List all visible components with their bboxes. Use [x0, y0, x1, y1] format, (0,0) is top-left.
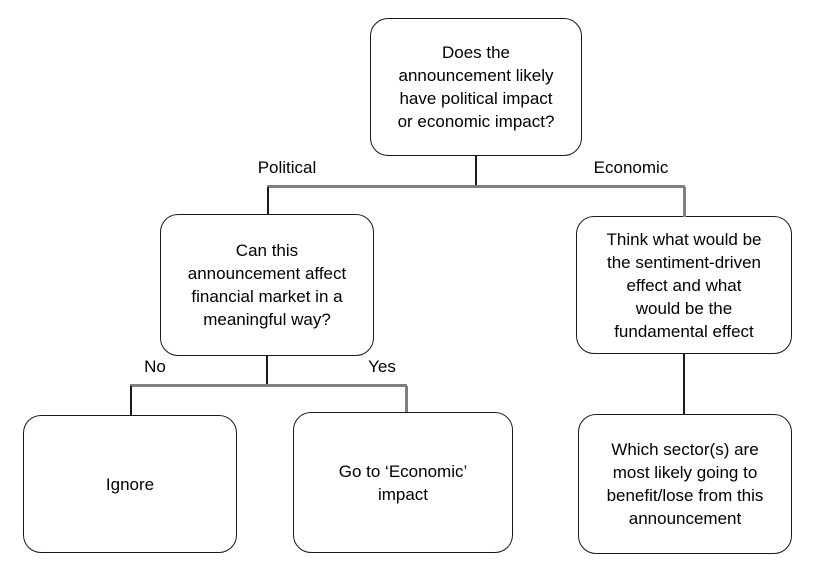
connector-no-yes-split	[130, 384, 407, 387]
node-ignore: Ignore	[23, 415, 237, 553]
connector-economic-drop	[683, 187, 686, 217]
connector-no-drop	[130, 386, 132, 415]
edge-label-economic: Economic	[593, 158, 669, 177]
connector-political-drop	[267, 187, 269, 215]
node-root-question-label: Does the announcement likely have politi…	[397, 43, 555, 131]
node-which-sectors: Which sector(s) are most likely going to…	[578, 414, 792, 554]
node-political-question: Can this announcement affect financial m…	[160, 214, 374, 356]
node-economic-think: Think what would be the sentiment-driven…	[576, 216, 792, 354]
node-goto-economic-impact-label: Go to ‘Economic’ impact	[338, 461, 468, 504]
node-ignore-label: Ignore	[105, 474, 155, 494]
connector-root-stem	[475, 156, 477, 186]
connector-political-check-stem	[266, 356, 268, 385]
node-goto-economic-impact: Go to ‘Economic’ impact	[293, 412, 513, 553]
node-which-sectors-label: Which sector(s) are most likely going to…	[606, 440, 764, 528]
node-root-question: Does the announcement likely have politi…	[370, 18, 582, 156]
edge-label-yes: Yes	[368, 357, 396, 376]
node-political-question-label: Can this announcement affect financial m…	[187, 241, 347, 329]
connector-economic-think-stem	[683, 354, 685, 414]
node-economic-think-label: Think what would be the sentiment-driven…	[606, 229, 762, 341]
connector-political-economic-split	[267, 185, 685, 188]
edge-label-no: No	[144, 357, 166, 376]
edge-label-political: Political	[257, 158, 317, 177]
connector-yes-drop	[405, 386, 408, 412]
